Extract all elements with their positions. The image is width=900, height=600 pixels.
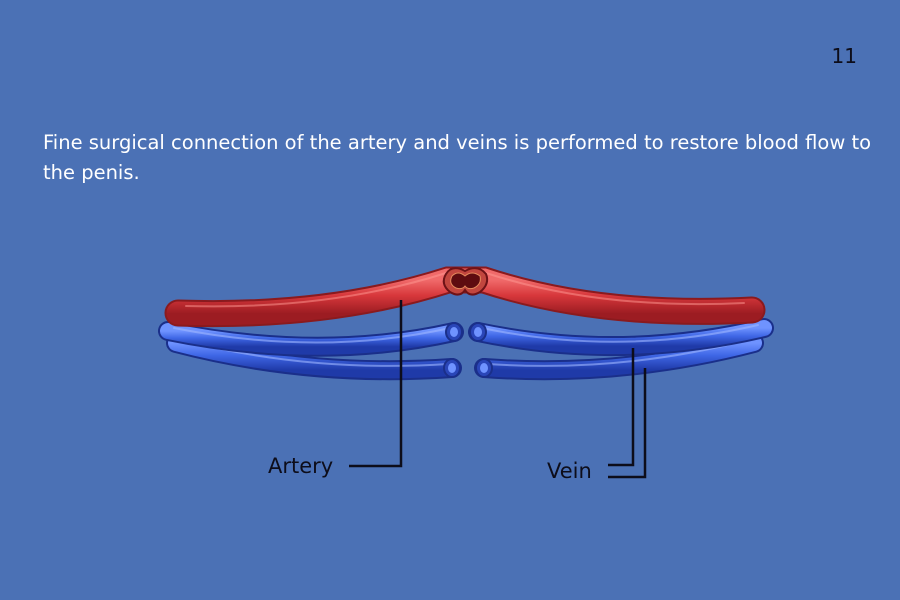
anastomosis-junction (442, 267, 489, 296)
artery-label: Artery (268, 454, 334, 478)
vein-lower-right (474, 333, 764, 381)
caption-text: Fine surgical connection of the artery a… (43, 131, 872, 184)
vein-leader-line-upper (608, 348, 635, 467)
vein-lower-left (166, 333, 462, 381)
vein-upper-right (468, 318, 774, 357)
vein-leader-line-lower (608, 368, 647, 479)
page-number: 11 (831, 44, 857, 68)
vein-label: Vein (547, 459, 592, 483)
vein-upper-left (158, 321, 464, 357)
artery-leader-line (349, 300, 403, 468)
